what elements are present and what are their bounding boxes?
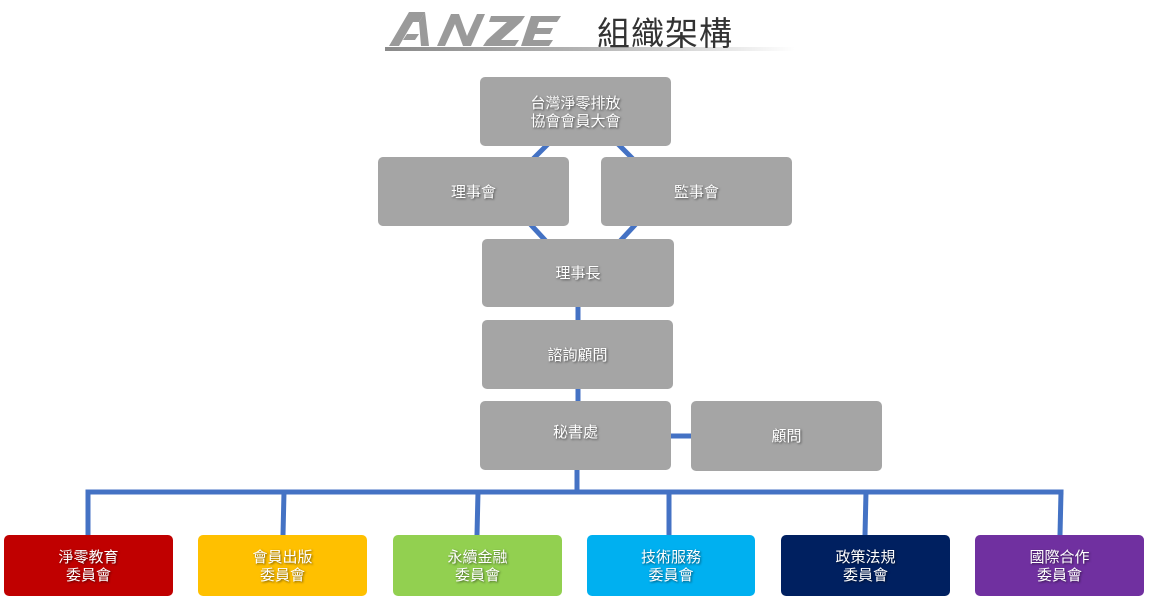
committee-line2: 委員會 xyxy=(454,565,500,584)
node-general-assembly-line2: 協會會員大會 xyxy=(530,111,621,130)
committee-line1: 技術服務 xyxy=(640,547,701,566)
node-board-of-directors-label: 理事會 xyxy=(450,182,496,201)
connector-bus-to-committee-3 xyxy=(474,489,481,538)
committee-line1: 會員出版 xyxy=(252,547,313,566)
committee-line1: 淨零教育 xyxy=(58,547,119,566)
header: 組織架構 xyxy=(385,4,805,53)
node-advisor-label: 顧問 xyxy=(771,427,802,445)
connector-bus-to-committee-2 xyxy=(280,489,287,538)
node-secretariat: 秘書處 xyxy=(480,401,671,470)
connector-bus-to-committee-6 xyxy=(1057,489,1064,538)
node-general-assembly: 台灣淨零排放 協會會員大會 xyxy=(480,77,671,146)
committee-line2: 委員會 xyxy=(1036,565,1082,584)
node-secretariat-label: 秘書處 xyxy=(552,422,598,441)
committee-net-zero-education: 淨零教育 委員會 xyxy=(4,535,173,596)
committee-line1: 政策法規 xyxy=(835,547,896,566)
node-advisor: 顧問 xyxy=(691,401,882,471)
node-chairman: 理事長 xyxy=(482,239,674,307)
committee-technical-services: 技術服務 委員會 xyxy=(587,535,755,596)
connector-board-to-chairman xyxy=(528,222,548,243)
node-general-assembly-line1: 台灣淨零排放 xyxy=(530,93,621,112)
connector-supervisors-to-chairman xyxy=(618,222,638,243)
header-underline xyxy=(385,47,795,51)
committee-line2: 委員會 xyxy=(259,565,305,584)
committee-line2: 委員會 xyxy=(65,565,111,584)
committee-line1: 永續金融 xyxy=(447,547,508,566)
committee-line2: 委員會 xyxy=(842,565,888,584)
connector-assembly-to-board xyxy=(530,142,550,162)
connector-bus-to-committee-5 xyxy=(862,489,869,538)
committee-line2: 委員會 xyxy=(648,565,694,584)
node-advisory-consultants: 諮詢顧問 xyxy=(482,320,673,389)
node-board-of-supervisors-label: 監事會 xyxy=(673,182,719,201)
node-advisory-consultants-label: 諮詢顧問 xyxy=(547,345,608,364)
committee-member-publishing: 會員出版 委員會 xyxy=(198,535,367,596)
node-chairman-label: 理事長 xyxy=(555,264,601,282)
committee-line1: 國際合作 xyxy=(1029,547,1090,566)
committee-international-cooperation: 國際合作 委員會 xyxy=(975,535,1144,596)
connector-assembly-to-supervisors xyxy=(616,142,636,162)
committee-sustainable-finance: 永續金融 委員會 xyxy=(393,535,562,596)
node-board-of-supervisors: 監事會 xyxy=(601,157,792,226)
page-title: 組織架構 xyxy=(597,14,733,53)
committee-policy-regulations: 政策法規 委員會 xyxy=(781,535,950,596)
node-board-of-directors: 理事會 xyxy=(378,157,569,226)
anze-logo xyxy=(389,12,561,46)
